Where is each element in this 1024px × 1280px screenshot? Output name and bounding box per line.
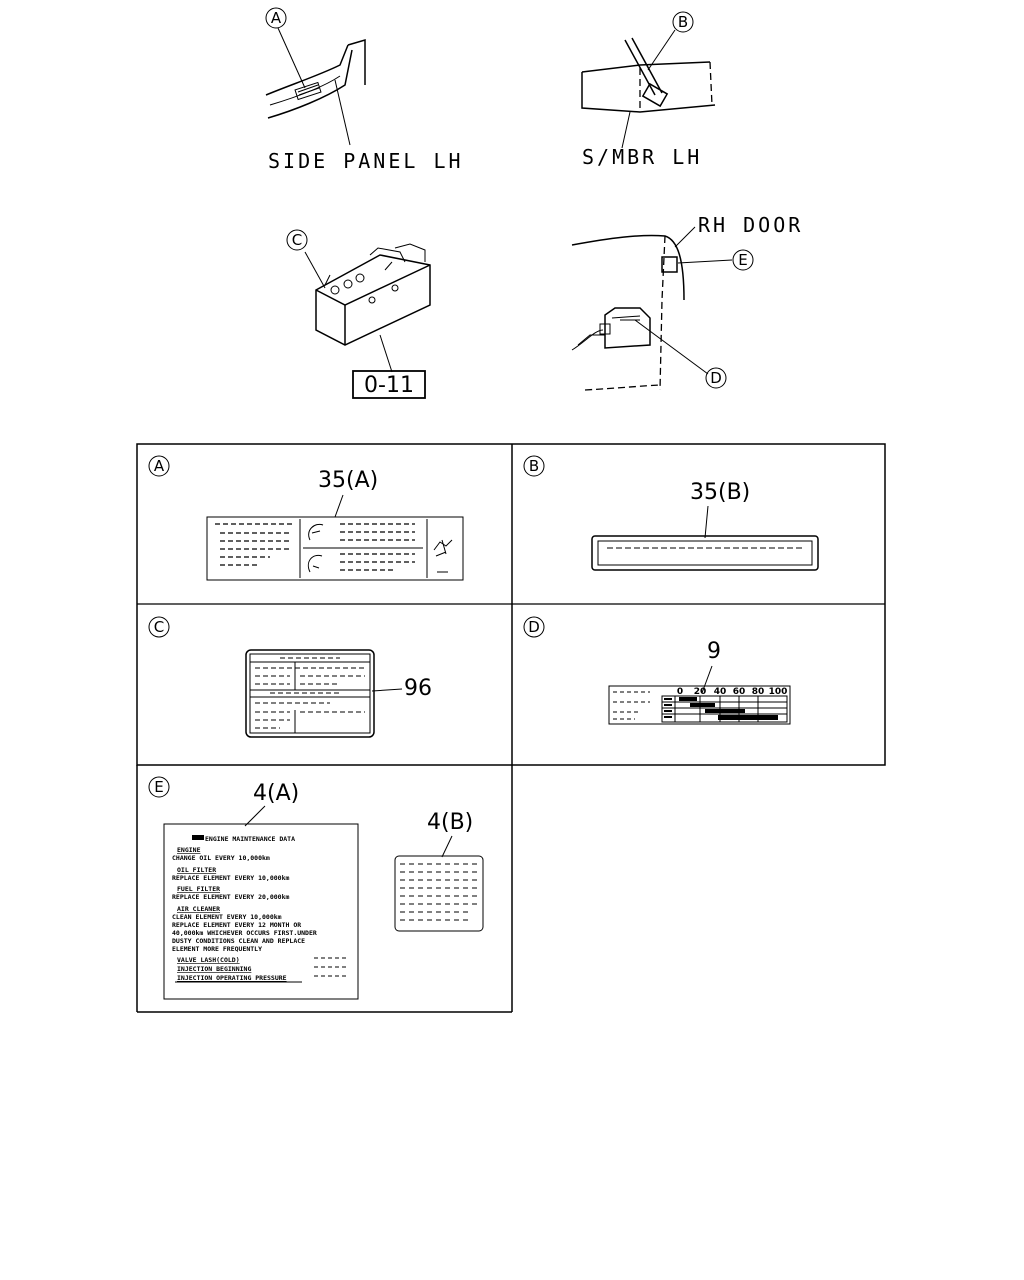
part-4a-label: 4(A) (253, 781, 299, 806)
part-4b-label: 4(B) (427, 810, 473, 835)
rh-door-label: RH DOOR (698, 213, 803, 237)
side-panel-view (265, 27, 366, 146)
maint-air-line-5: ELEMENT MORE FREQUENTLY (172, 945, 262, 953)
scale-tick-100: 100 (769, 687, 788, 697)
callout-a: A (265, 7, 287, 29)
ref-box-label: 0-11 (364, 373, 414, 398)
panel-e: E 4(A) ENGINE MAINTENANCE DATA ENGINE CH… (148, 776, 484, 1000)
maint-air-cleaner: AIR CLEANER (177, 905, 220, 913)
part-35b-label: 35(B) (690, 480, 750, 505)
scale-tick-80: 80 (752, 687, 765, 697)
maint-valve-lash: VALVE LASH(COLD) (177, 956, 240, 964)
panel-e-letter: E (154, 778, 163, 796)
label-4b (394, 855, 484, 932)
scale-tick-0: 0 (677, 687, 683, 697)
maint-title: ENGINE MAINTENANCE DATA (205, 835, 295, 843)
maint-oil-filter-text: REPLACE ELEMENT EVERY 10,000km (172, 874, 289, 882)
maint-injection-pressure: INJECTION OPERATING PRESSURE (177, 974, 287, 982)
panel-d-letter: D (528, 618, 540, 636)
maint-fuel-filter-text: REPLACE ELEMENT EVERY 20,000km (172, 893, 289, 901)
maint-fuel-filter: FUEL FILTER (177, 885, 220, 893)
maint-engine-text: CHANGE OIL EVERY 10,000km (172, 854, 270, 862)
scale-tick-40: 40 (714, 687, 727, 697)
callout-c-letter: C (292, 231, 302, 249)
label-35a (206, 516, 464, 581)
part-35a-label: 35(A) (318, 468, 378, 493)
smbr-label: S/MBR LH (582, 145, 702, 169)
maint-air-line-1: CLEAN ELEMENT EVERY 10,000km (172, 913, 282, 921)
callout-c: C (286, 229, 308, 251)
maint-air-line-2: REPLACE ELEMENT EVERY 12 MONTH OR (172, 921, 301, 929)
callout-e-letter: E (738, 251, 747, 269)
maint-air-line-4: DUSTY CONDITIONS CLEAN AND REPLACE (172, 937, 305, 945)
panel-c: C 96 (148, 616, 432, 738)
part-9-label: 9 (707, 639, 721, 664)
label-9 (608, 685, 791, 725)
panel-a: A 35(A) (148, 455, 464, 581)
side-panel-label: SIDE PANEL LH (268, 149, 464, 173)
callout-b-letter: B (678, 13, 688, 31)
maint-engine: ENGINE (177, 846, 201, 854)
part-96-label: 96 (404, 676, 432, 701)
maint-oil-filter: OIL FILTER (177, 866, 216, 874)
panel-b: B 35(B) (523, 455, 819, 571)
junction-block-view (304, 243, 431, 373)
ref-box-0-11[interactable]: 0-11 (352, 370, 426, 399)
callout-b: B (672, 11, 694, 33)
temperature-scale: 0 20 40 60 80 100 (677, 687, 788, 697)
maint-air-line-3: 40,000km WHICHEVER OCCURS FIRST.UNDER (172, 929, 317, 937)
label-4a (163, 823, 359, 1000)
label-96 (245, 649, 375, 738)
maint-injection-beginning: INJECTION BEGINNING (177, 965, 251, 973)
callout-d: D (705, 367, 727, 389)
panel-d: D 9 0 20 40 60 80 100 (523, 616, 791, 725)
panel-c-letter: C (154, 618, 164, 636)
rh-door-view (571, 226, 733, 391)
callout-d-letter: D (710, 369, 722, 387)
scale-tick-20: 20 (694, 687, 707, 697)
callout-e: E (732, 249, 754, 271)
label-35b (591, 535, 819, 571)
side-member-view (581, 29, 716, 149)
callout-a-letter: A (271, 9, 282, 27)
scale-tick-60: 60 (733, 687, 746, 697)
panel-a-letter: A (154, 457, 165, 475)
detail-grid (136, 443, 886, 1013)
panel-b-letter: B (529, 457, 539, 475)
